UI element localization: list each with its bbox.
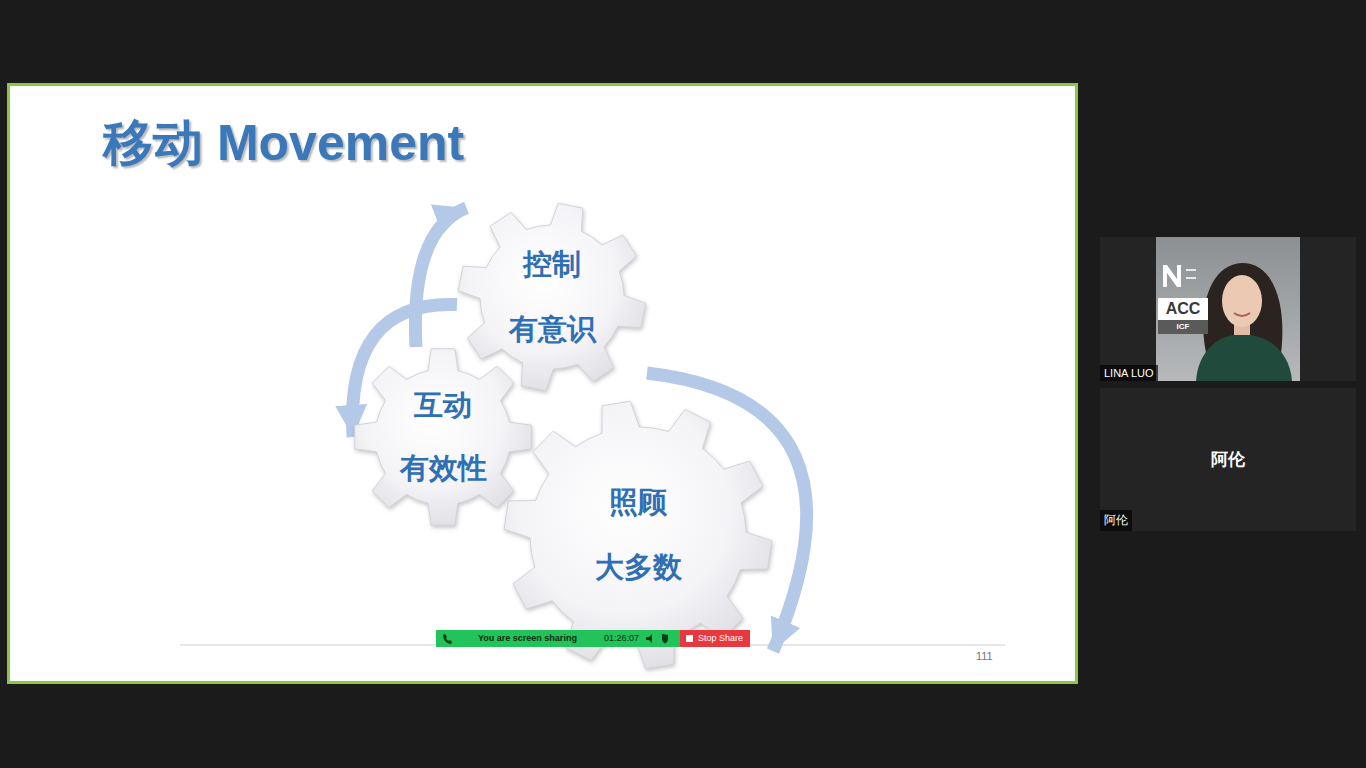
gear-text-stack: 照顾大多数	[503, 400, 773, 670]
share-status: You are screen sharing	[478, 632, 577, 645]
gear-node: 互动有效性	[353, 347, 533, 527]
share-timer: 01:26:07	[604, 632, 639, 645]
participant-name: 阿伦	[1100, 448, 1356, 471]
gear-node: 照顾大多数	[503, 400, 773, 670]
gear-label: 控制	[523, 248, 581, 281]
cycle-arrow	[415, 208, 466, 347]
gear-label: 互动	[414, 389, 472, 422]
gear-shape	[353, 347, 533, 527]
gear-label: 有意识	[509, 313, 596, 346]
gear-text-stack: 互动有效性	[353, 347, 533, 527]
video-tile: LINA LUO ACCICF	[1100, 237, 1356, 381]
video-tile: 阿伦阿伦	[1100, 388, 1356, 531]
gear-shape	[457, 202, 647, 392]
badge-text: ICF	[1158, 321, 1208, 333]
name-tag: 阿伦	[1100, 510, 1132, 531]
gear-label: 有效性	[400, 452, 487, 485]
badge-text: ACC	[1158, 298, 1208, 320]
page-number: 111	[976, 650, 993, 662]
share-bar: You are screen sharing 01:26:07 Stop Share	[436, 630, 750, 647]
gear-text-stack: 控制有意识	[457, 202, 647, 392]
slide-title: 移动 Movement	[103, 110, 464, 177]
gear-label: 照顾	[609, 486, 667, 519]
stop-share-button: Stop Share	[698, 632, 743, 645]
gear-label: 大多数	[595, 551, 682, 584]
gear-shape	[503, 400, 773, 670]
gear-node: 控制有意识	[457, 202, 647, 392]
name-tag: LINA LUO	[1100, 365, 1158, 381]
